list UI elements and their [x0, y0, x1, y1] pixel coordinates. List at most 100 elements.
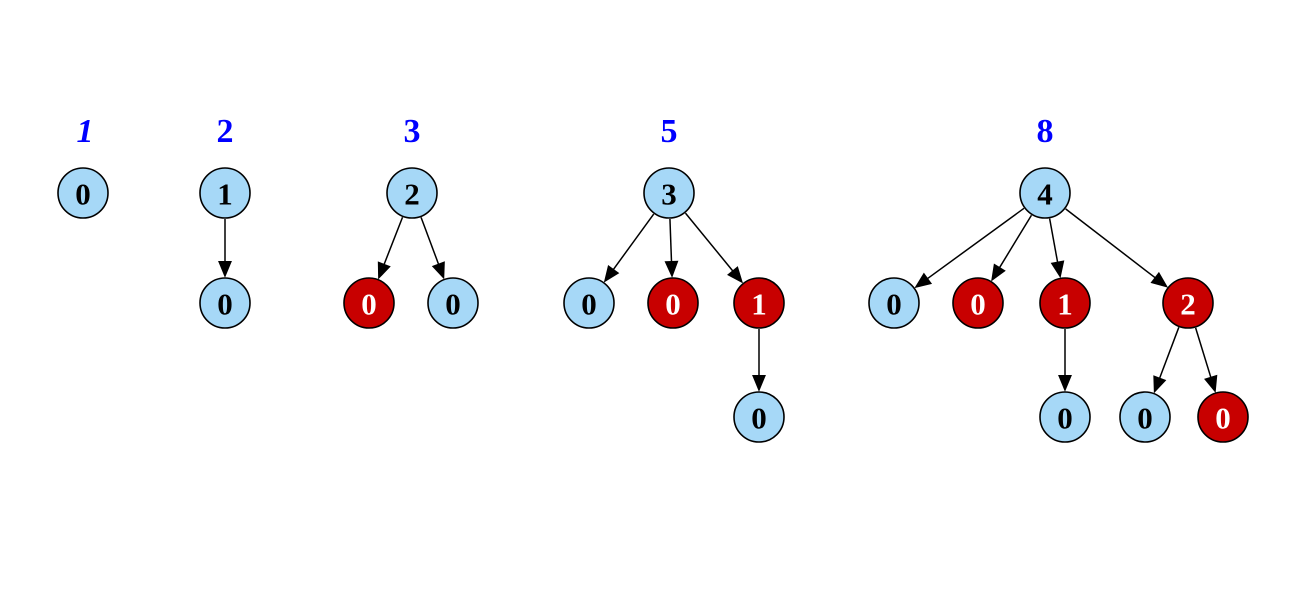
tree-count-label-5: 8: [1037, 113, 1054, 150]
node-value-label: 0: [445, 287, 461, 322]
node-circle-blue[interactable]: [57, 167, 109, 219]
tree-count-label-1: 1: [77, 113, 94, 150]
edge-line: [998, 214, 1033, 268]
node-value-label: 0: [665, 287, 681, 322]
edge-line: [684, 212, 734, 272]
edges-layer: [218, 207, 1218, 394]
node-value-label: 3: [661, 177, 677, 212]
tree-edge: [991, 214, 1033, 282]
tree-node[interactable]: 0: [57, 167, 109, 219]
node-circle-red[interactable]: [733, 277, 785, 329]
tree-edge: [1065, 208, 1169, 288]
tree-edge: [664, 218, 679, 278]
tree-node[interactable]: 0: [563, 277, 615, 329]
node-circle-red[interactable]: [952, 277, 1004, 329]
edge-arrowhead: [1058, 375, 1072, 392]
node-circle-blue[interactable]: [427, 277, 479, 329]
tree-node[interactable]: 0: [647, 277, 699, 329]
node-value-label: 0: [361, 287, 377, 322]
edge-arrowhead: [991, 263, 1006, 282]
tree-node[interactable]: 0: [952, 277, 1004, 329]
node-value-label: 0: [1215, 401, 1231, 436]
tree-edge: [1194, 327, 1218, 393]
edge-arrowhead: [664, 260, 679, 278]
tree-node[interactable]: 1: [733, 277, 785, 329]
edge-line: [1048, 218, 1059, 263]
edge-arrowhead: [1204, 374, 1218, 393]
tree-node[interactable]: 1: [1039, 277, 1091, 329]
tree-node[interactable]: 4: [1019, 167, 1071, 219]
node-value-label: 0: [581, 287, 597, 322]
node-value-label: 1: [751, 287, 767, 322]
tree-node[interactable]: 0: [733, 391, 785, 443]
tree-edge: [1048, 218, 1065, 279]
tree-node[interactable]: 0: [1197, 391, 1249, 443]
edge-line: [927, 207, 1025, 280]
node-value-label: 4: [1037, 177, 1053, 212]
node-circle-red[interactable]: [1197, 391, 1249, 443]
tree-edge: [377, 216, 404, 280]
tree-edge: [420, 217, 445, 280]
edge-arrowhead: [1150, 271, 1169, 288]
node-circle-blue[interactable]: [868, 277, 920, 329]
node-circle-blue[interactable]: [563, 277, 615, 329]
tree-node[interactable]: 0: [1039, 391, 1091, 443]
node-value-label: 1: [217, 177, 233, 212]
node-circle-red[interactable]: [343, 277, 395, 329]
tree-node[interactable]: 3: [643, 167, 695, 219]
node-value-label: 0: [970, 287, 986, 322]
tree-node[interactable]: 0: [868, 277, 920, 329]
tree-edge: [684, 212, 744, 284]
node-circle-red[interactable]: [1162, 277, 1214, 329]
tree-node[interactable]: 0: [1119, 391, 1171, 443]
edge-arrowhead: [431, 261, 445, 280]
node-circle-red[interactable]: [1039, 277, 1091, 329]
edge-line: [1194, 327, 1212, 378]
node-circle-blue[interactable]: [1119, 391, 1171, 443]
edge-arrowhead: [218, 261, 232, 278]
tree-edge: [603, 213, 655, 283]
tree-edge: [1153, 327, 1180, 394]
node-circle-red[interactable]: [647, 277, 699, 329]
node-value-label: 2: [404, 177, 420, 212]
node-circle-blue[interactable]: [386, 167, 438, 219]
edge-line: [669, 218, 673, 262]
node-circle-blue[interactable]: [199, 167, 251, 219]
node-value-label: 0: [751, 401, 767, 436]
tree-count-label-4: 5: [661, 113, 678, 150]
node-circle-blue[interactable]: [199, 277, 251, 329]
tree-node[interactable]: 2: [386, 167, 438, 219]
tree-edge: [1058, 329, 1072, 392]
tree-edge: [752, 329, 766, 392]
tree-node[interactable]: 0: [343, 277, 395, 329]
node-circle-blue[interactable]: [733, 391, 785, 443]
edge-arrowhead: [1050, 260, 1065, 279]
edge-line: [1065, 208, 1156, 279]
node-value-label: 0: [75, 177, 91, 212]
tree-node[interactable]: 0: [427, 277, 479, 329]
edge-arrowhead: [377, 261, 391, 280]
tree-node[interactable]: 0: [199, 277, 251, 329]
edge-line: [1158, 327, 1180, 379]
node-value-label: 2: [1180, 287, 1196, 322]
node-circle-blue[interactable]: [1039, 391, 1091, 443]
tree-edge: [914, 207, 1025, 289]
node-circle-blue[interactable]: [643, 167, 695, 219]
node-value-label: 0: [1057, 401, 1073, 436]
edge-arrowhead: [1153, 375, 1167, 394]
edge-line: [612, 213, 655, 270]
edge-arrowhead: [727, 266, 744, 284]
node-circle-blue[interactable]: [1019, 167, 1071, 219]
tree-edge: [218, 219, 232, 278]
tree-node[interactable]: 2: [1162, 277, 1214, 329]
node-value-label: 0: [217, 287, 233, 322]
tree-count-label-2: 2: [217, 113, 234, 150]
edge-arrowhead: [914, 272, 933, 289]
node-value-label: 0: [886, 287, 902, 322]
node-value-label: 0: [1137, 401, 1153, 436]
tree-node[interactable]: 1: [199, 167, 251, 219]
edge-line: [420, 217, 440, 265]
